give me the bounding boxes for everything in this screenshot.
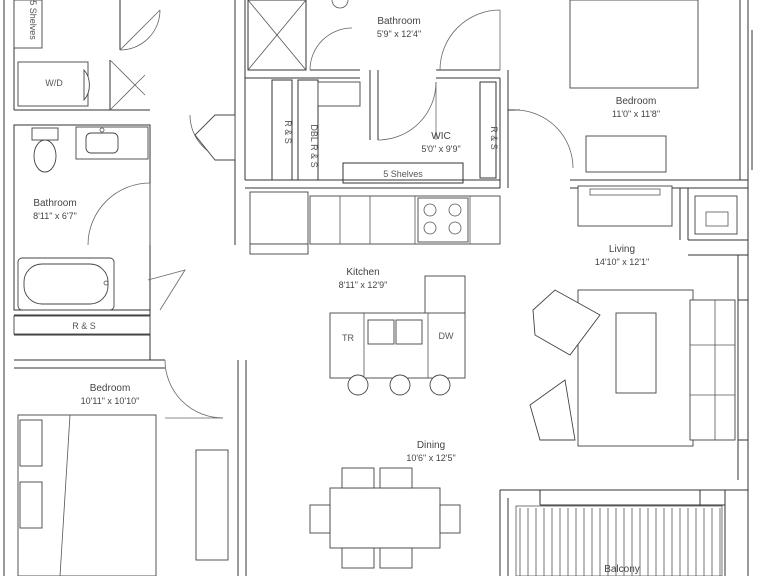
room-dims-bedroom-left: 10'11" x 10'10" [81,396,140,406]
left-bathroom-fixtures [13,0,151,335]
stool-1 [347,374,369,396]
room-name-kitchen: Kitchen [346,267,379,278]
living-fixtures [529,289,736,447]
room-name-dining: Dining [417,440,445,451]
bath-vanity [317,81,361,107]
left-bedroom-fixtures [17,414,229,576]
room-name-bedroom-top: Bedroom [616,96,657,107]
label-wd: W/D [45,78,63,88]
coffee-table [615,312,657,394]
armchair-1 [532,289,601,356]
label-tr: TR [342,333,354,343]
label-shelves-left: 5 Shelves [28,0,38,40]
room-name-bathroom-top: Bathroom [377,16,420,27]
room-name-balcony: Balcony [604,564,640,575]
dining-table [329,487,441,549]
balcony-decking [515,505,723,576]
washer-dryer [17,61,89,107]
room-dims-kitchen: 8'11" x 12'9" [339,280,388,290]
tv-console [577,185,673,227]
room-name-bathroom-left: Bathroom [33,198,76,209]
labels: Bathroom 5'9" x 12'4" Bedroom 11'0" x 11… [28,0,660,575]
fireplace [694,195,738,235]
dresser-left [195,449,229,561]
room-dims-bedroom-top: 11'0" x 11'8" [612,109,660,119]
room-dims-bathroom-left: 8'11" x 6'7" [33,211,77,221]
armchair-2 [529,379,576,441]
dining-fixtures [309,467,461,569]
label-rs-wic: R & S [489,126,499,150]
label-rs-closet: R & S [72,321,96,331]
fridge [249,191,309,245]
fridge-ext [424,275,466,317]
sofa [689,299,736,441]
stool-2 [389,374,411,396]
kitchen-fixtures [249,191,501,396]
bed-top [569,0,699,89]
label-rs-b: DBL R & S [309,124,319,167]
room-name-bedroom-left: Bedroom [90,383,131,394]
top-right-bedroom-fixtures [569,0,753,235]
closet-rs-left [13,315,151,335]
stool-3 [429,374,451,396]
label-rs-a: R & S [283,120,293,144]
dresser-top [585,135,667,173]
label-dw: DW [439,331,454,341]
room-name-living: Living [609,244,635,255]
room-name-wic: WIC [431,131,450,142]
room-dims-bathroom-top: 5'9" x 12'4" [377,29,421,39]
kitchen-counter [309,195,501,245]
room-dims-dining: 10'6" x 12'5" [406,453,455,463]
room-dims-wic: 5'0" x 9'9" [421,144,460,154]
cooktop [417,197,469,243]
room-dims-living: 14'10" x 12'1" [595,257,649,267]
top-center-fixtures [194,0,361,161]
toilet [33,139,57,173]
shelves-unit [13,0,43,49]
label-shelves-wic: 5 Shelves [383,169,423,179]
